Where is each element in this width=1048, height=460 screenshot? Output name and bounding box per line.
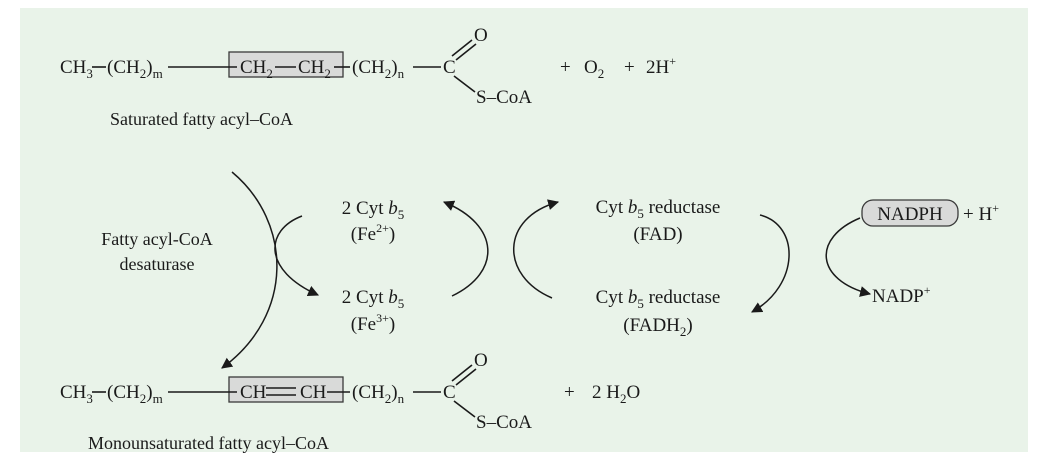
svg-text:2 Cyt b5: 2 Cyt b5: [342, 198, 404, 222]
svg-text:(FAD): (FAD): [633, 224, 682, 245]
reductase-fad-label: Cyt b5 reductase (FAD): [596, 197, 721, 245]
svg-text:2 H2O: 2 H2O: [592, 382, 640, 406]
svg-text:(CH2)n: (CH2)n: [352, 382, 405, 406]
enzyme-label: desaturase: [120, 254, 195, 274]
double-bond: [451, 39, 473, 57]
nadph-highlight-box: [861, 199, 959, 227]
svg-text:Cyt b5 reductase: Cyt b5 reductase: [596, 197, 721, 221]
svg-text:(Fe2+): (Fe2+): [351, 221, 395, 245]
svg-text:CH3: CH3: [60, 57, 93, 81]
enzyme-label: Fatty acyl-CoA: [101, 229, 212, 249]
svg-text:(CH2)n: (CH2)n: [352, 57, 405, 81]
svg-text:2H+: 2H+: [646, 54, 676, 78]
svg-text:2 Cyt b5: 2 Cyt b5: [342, 287, 404, 311]
svg-text:+: +: [564, 382, 575, 403]
nadph-label: NADPH: [877, 204, 943, 225]
svg-text:Cyt b5 reductase: Cyt b5 reductase: [596, 287, 721, 311]
svg-text:C: C: [443, 382, 456, 403]
svg-text:CH: CH: [240, 382, 267, 403]
svg-text:(FADH2): (FADH2): [623, 315, 692, 339]
substrate-formula: CH3 (CH2)m CH2 CH2 (CH2)n C O S–CoA + O2…: [60, 25, 676, 108]
double-bond: [455, 43, 477, 61]
double-bond: [455, 368, 477, 386]
cytb5-reduction-left-arc: [274, 215, 320, 296]
reductase-fadh2-label: Cyt b5 reductase (FADH2): [596, 287, 721, 339]
svg-text:O2: O2: [584, 57, 604, 81]
svg-text:(CH2)m: (CH2)m: [107, 57, 163, 81]
substrate-highlight-box: [228, 51, 344, 78]
nadph-to-fadh2-arc: [751, 214, 790, 313]
bond: [453, 400, 476, 418]
bond: [453, 75, 476, 93]
svg-text:O: O: [474, 25, 488, 46]
nadp-label: NADP+: [872, 283, 931, 307]
reductase-reoxidation-arc: [513, 199, 560, 299]
svg-text:O: O: [474, 350, 488, 371]
double-bond: [451, 364, 473, 382]
svg-text:+: +: [624, 57, 635, 78]
svg-text:+: +: [560, 57, 571, 78]
svg-text:S–CoA: S–CoA: [476, 87, 532, 108]
nadph-h-plus: + H+: [963, 201, 999, 225]
svg-text:(CH2)m: (CH2)m: [107, 382, 163, 406]
svg-text:CH3: CH3: [60, 382, 93, 406]
substrate-caption: Saturated fatty acyl–CoA: [110, 109, 293, 129]
cyt-b5-oxidized-label: 2 Cyt b5 (Fe3+): [342, 287, 404, 335]
product-formula: CH3 (CH2)m CH CH (CH2)n C O S–CoA + 2 H2…: [60, 350, 640, 433]
product-highlight-box: [228, 376, 344, 403]
svg-text:CH2: CH2: [298, 57, 331, 81]
nadph-oxidation-arc: [825, 217, 872, 297]
svg-text:CH2: CH2: [240, 57, 273, 81]
cyt-b5-reduced-label: 2 Cyt b5 (Fe2+): [342, 198, 404, 245]
desaturase-reaction-arrow: [221, 171, 278, 369]
cytb5-oxidation-arc: [442, 200, 489, 297]
svg-text:CH: CH: [300, 382, 327, 403]
svg-text:(Fe3+): (Fe3+): [351, 311, 395, 335]
diagram-background: [20, 8, 1028, 452]
svg-text:C: C: [443, 57, 456, 78]
svg-text:S–CoA: S–CoA: [476, 412, 532, 433]
product-caption: Monounsaturated fatty acyl–CoA: [88, 433, 329, 453]
